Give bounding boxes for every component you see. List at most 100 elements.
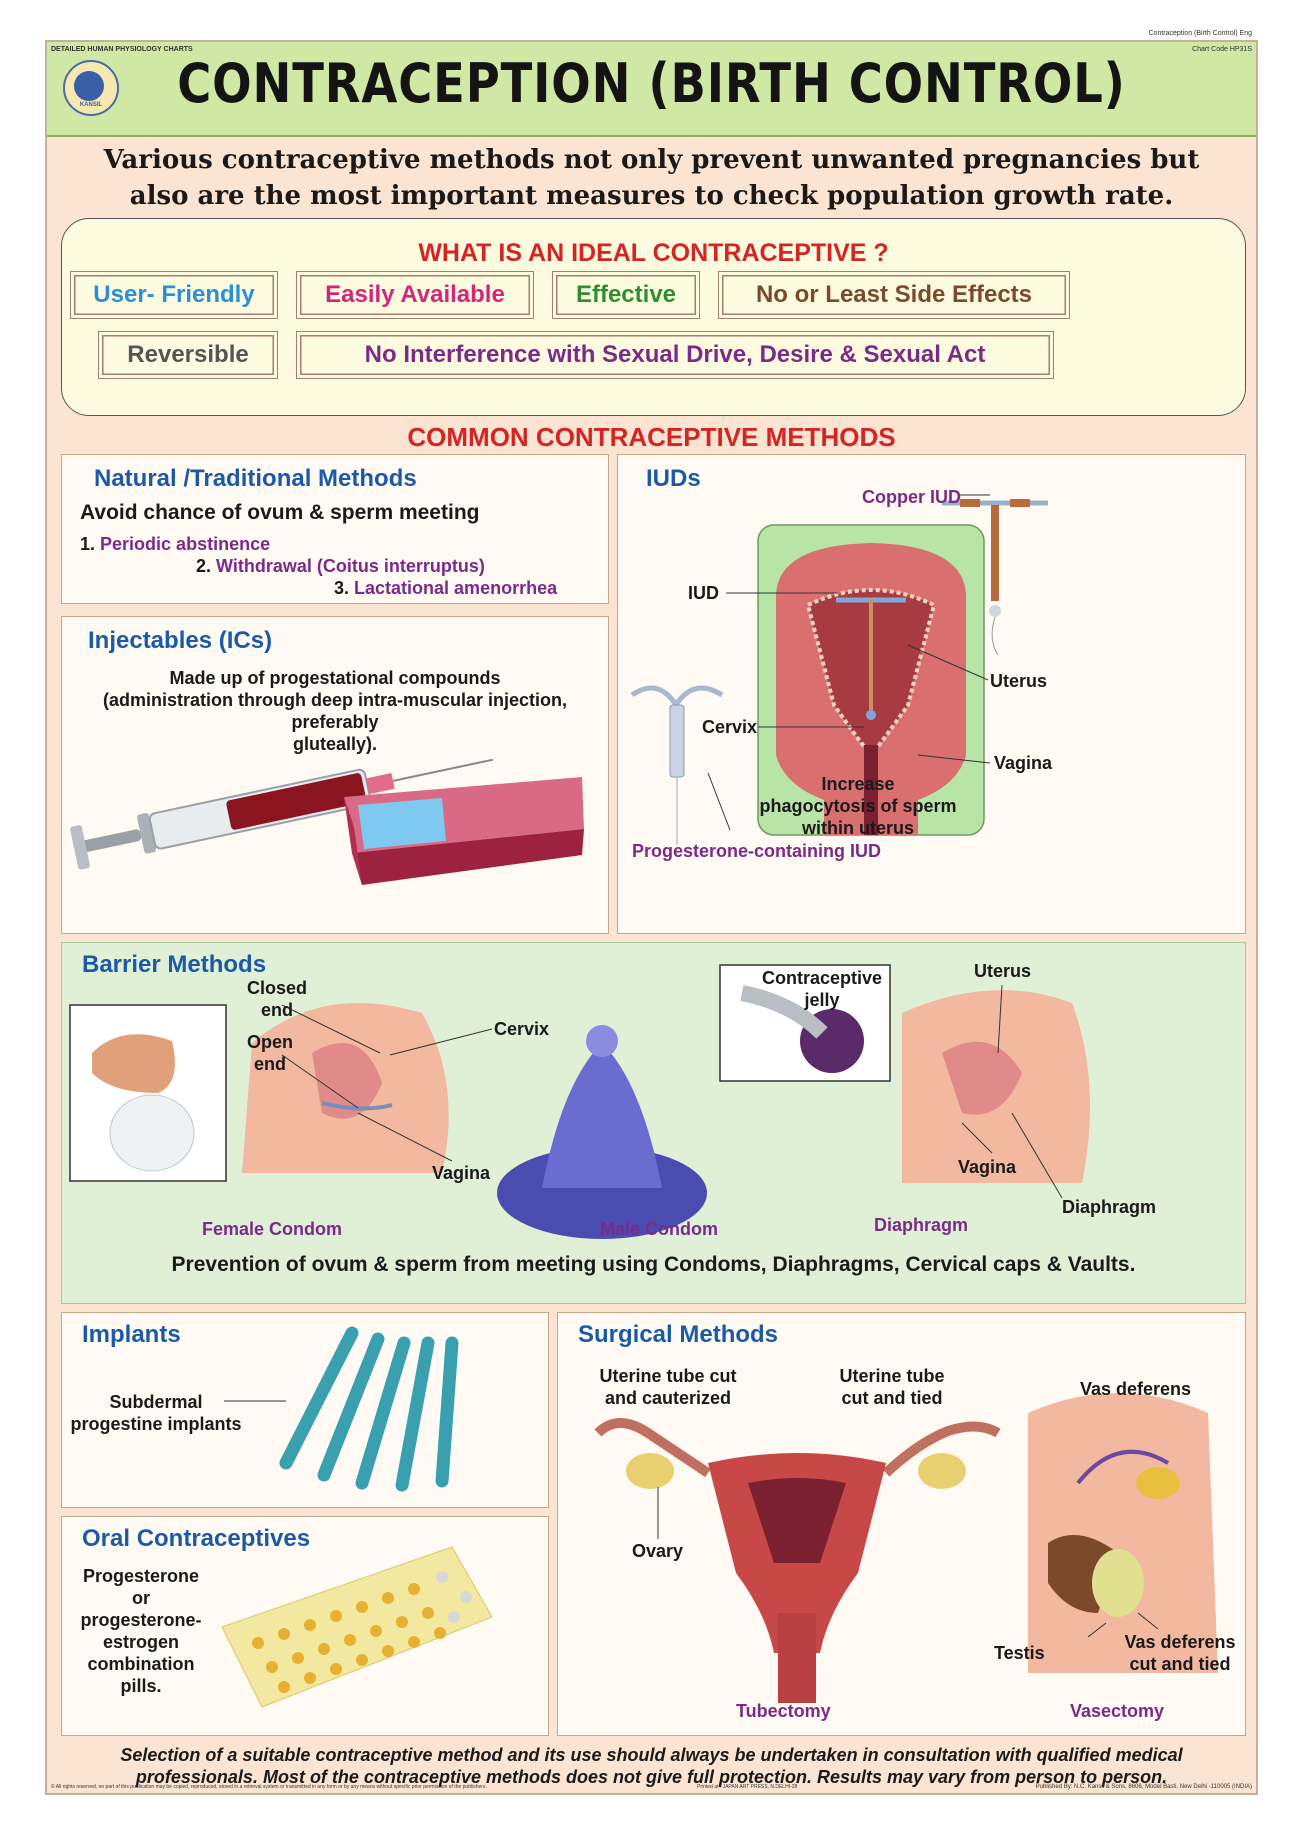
implants-panel: Implants Subdermal progestine implants xyxy=(61,1312,549,1508)
barrier-vagina-label: Vagina xyxy=(432,1163,491,1183)
oral-description: Progesterone or progesterone- estrogen c… xyxy=(66,1565,216,1697)
natural-item-2-text: Withdrawal (Coitus interruptus) xyxy=(216,556,485,576)
testis-label: Testis xyxy=(994,1643,1045,1663)
progesterone-iud-icon xyxy=(630,685,724,845)
natural-methods-panel: Natural /Traditional Methods Avoid chanc… xyxy=(61,454,609,604)
oral-line-2: or xyxy=(132,1588,150,1608)
natural-item-2: 2. Withdrawal (Coitus interruptus) xyxy=(196,556,485,577)
iud-caption: Increase phagocytosis of sperm within ut… xyxy=(748,773,968,839)
syringe-illustration xyxy=(70,758,584,885)
natural-item-3-text: Lactational amenorrhea xyxy=(354,578,558,598)
barrier-cervix-label: Cervix xyxy=(494,1019,550,1039)
vas-cut-tied-label: Vas deferens cut and tied xyxy=(1118,1631,1242,1675)
diaphragm-caption: Diaphragm xyxy=(874,1215,969,1235)
oral-line-3: progesterone- xyxy=(80,1610,202,1630)
natural-item-3: 3. Lactational amenorrhea xyxy=(334,578,557,599)
closed-end-label: Closed end xyxy=(242,977,312,1021)
diaphragm-label: Diaphragm xyxy=(1062,1197,1157,1217)
vas-cut-2: cut and tied xyxy=(1129,1654,1231,1674)
quality-reversible: Reversible xyxy=(98,331,278,379)
chart-code: Chart Code HP31S xyxy=(1192,46,1252,53)
footer-line-2: professionals. Most of the contraceptive… xyxy=(135,1767,1168,1787)
logo-text: KANSIL xyxy=(79,102,103,108)
natural-item-2-num: 2. xyxy=(196,556,212,576)
implant-rods-illustration xyxy=(224,1326,459,1492)
uterus-iud-illustration xyxy=(630,494,1048,845)
surgical-title: Surgical Methods xyxy=(578,1321,779,1348)
oral-title: Oral Contraceptives xyxy=(82,1525,311,1552)
male-condom-caption: Male Condom xyxy=(600,1219,719,1239)
barrier-methods-panel: Barrier Methods xyxy=(61,942,1246,1304)
vial-box-illustration xyxy=(344,777,584,885)
cut-cauterized-1: Uterine tube cut xyxy=(599,1366,737,1386)
common-methods-heading: COMMON CONTRACEPTIVE METHODS xyxy=(407,422,896,452)
iud-caption-1: Increase xyxy=(821,774,895,794)
closed-end-2: end xyxy=(260,1000,293,1020)
tubectomy-caption: Tubectomy xyxy=(736,1701,831,1721)
implants-label-2: progestine implants xyxy=(70,1414,242,1434)
male-condom-icon xyxy=(497,1025,707,1239)
iud-caption-2: phagocytosis of sperm xyxy=(759,796,957,816)
surgical-illustrations xyxy=(594,1393,1218,1703)
ovary-label: Ovary xyxy=(632,1541,684,1561)
vasectomy-caption: Vasectomy xyxy=(1070,1701,1165,1721)
barrier-summary: Prevention of ovum & sperm from meeting … xyxy=(171,1253,1136,1276)
intro-line-1: Various contraceptive methods not only p… xyxy=(103,145,1200,175)
iuds-title: IUDs xyxy=(646,465,701,492)
quality-user-friendly: User- Friendly xyxy=(70,271,278,319)
top-right-label: Contraception (Birth Control) Eng xyxy=(1148,30,1253,37)
copper-iud-icon xyxy=(942,499,1048,656)
vas-cut-1: Vas deferens xyxy=(1124,1632,1236,1652)
barrier-uterus-label: Uterus xyxy=(974,961,1032,981)
cut-cauterized-label: Uterine tube cut and cauterized xyxy=(578,1365,758,1409)
barrier-illustrations xyxy=(69,964,1090,1239)
vas-deferens-label: Vas deferens xyxy=(1080,1379,1192,1399)
cervix-label: Cervix xyxy=(702,717,758,737)
jelly-1: Contraceptive xyxy=(761,968,883,988)
intro-line-2: also are the most important measures to … xyxy=(129,181,1174,211)
cut-tied-2: cut and tied xyxy=(841,1388,943,1408)
cut-tied-label: Uterine tube cut and tied xyxy=(822,1365,962,1409)
contraceptive-jelly-label: Contraceptive jelly xyxy=(752,967,892,1011)
oral-line-4: estrogen xyxy=(102,1632,180,1652)
chart-poster: DETAILED HUMAN PHYSIOLOGY CHARTS Chart C… xyxy=(45,40,1258,1795)
open-end-label: Open end xyxy=(240,1031,300,1075)
closed-end-1: Closed xyxy=(246,978,307,998)
ideal-contraceptive-box: WHAT IS AN IDEAL CONTRACEPTIVE ? User- F… xyxy=(61,218,1246,416)
implants-title: Implants xyxy=(82,1321,181,1348)
barrier-title: Barrier Methods xyxy=(82,951,267,978)
series-label: DETAILED HUMAN PHYSIOLOGY CHARTS xyxy=(51,46,193,53)
logo-emblem-icon xyxy=(74,71,104,101)
injectables-title: Injectables (ICs) xyxy=(88,627,273,654)
natural-item-3-num: 3. xyxy=(334,578,350,598)
vasectomy-illustration xyxy=(1028,1393,1218,1673)
natural-item-1-num: 1. xyxy=(80,534,96,554)
female-condom-caption: Female Condom xyxy=(202,1219,343,1239)
injectables-line-2: (administration through deep intra-muscu… xyxy=(102,690,568,732)
footer-note: Selection of a suitable contraceptive me… xyxy=(47,1744,1256,1788)
jelly-2: jelly xyxy=(804,990,840,1010)
natural-item-1: 1. Periodic abstinence xyxy=(80,534,270,555)
printed-at: Printed at : JAPAN ART PRESS, N.DELHI-28 xyxy=(697,1784,798,1790)
barrier-vagina2-label: Vagina xyxy=(958,1157,1017,1177)
page-title: CONTRACEPTION (BIRTH CONTROL) xyxy=(177,52,1126,115)
natural-subtitle: Avoid chance of ovum & sperm meeting xyxy=(80,501,480,524)
iud-caption-3: within uterus xyxy=(802,818,914,838)
ideal-heading: WHAT IS AN IDEAL CONTRACEPTIVE ? xyxy=(418,239,889,267)
open-end-2: end xyxy=(253,1054,286,1074)
publisher-info: Published By: N.C. Kansil & Sons, 8606, … xyxy=(1035,1784,1252,1790)
uterus-label: Uterus xyxy=(990,671,1048,691)
iuds-panel: IUDs xyxy=(617,454,1246,934)
publisher-logo: KANSIL xyxy=(63,60,119,116)
vagina-label: Vagina xyxy=(994,753,1053,773)
natural-item-1-text: Periodic abstinence xyxy=(100,534,271,554)
quality-no-interference: No Interference with Sexual Drive, Desir… xyxy=(296,331,1054,379)
quality-effective: Effective xyxy=(552,271,700,319)
oral-line-6: pills. xyxy=(120,1676,162,1696)
cut-cauterized-2: and cauterized xyxy=(604,1388,732,1408)
header-band: DETAILED HUMAN PHYSIOLOGY CHARTS Chart C… xyxy=(47,42,1256,137)
injectables-line-3: gluteally). xyxy=(292,734,377,754)
cut-tied-1: Uterine tube xyxy=(839,1366,945,1386)
injectables-line-1: Made up of progestational compounds xyxy=(169,668,501,688)
oral-line-1: Progesterone xyxy=(82,1566,200,1586)
